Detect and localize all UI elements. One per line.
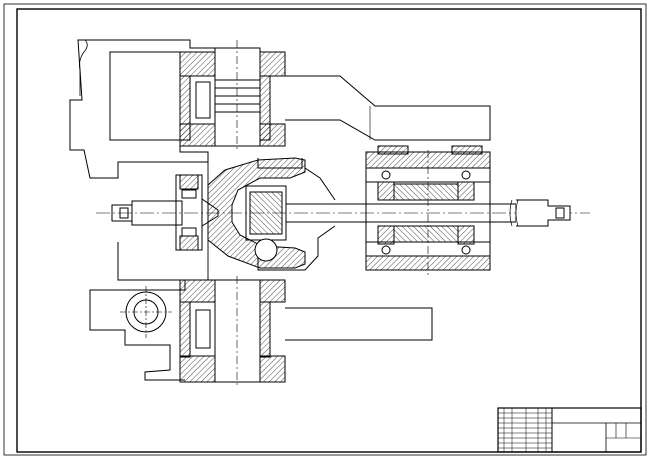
drawing-frame: [16, 8, 642, 453]
bearing-housing-right: [365, 145, 491, 276]
lower-arm: [285, 307, 433, 341]
output-shaft: [96, 199, 590, 227]
input-shaft: [111, 174, 219, 251]
casing-outline: [207, 162, 260, 281]
housing-lower-left: [89, 242, 286, 386]
upper-arm: [285, 75, 491, 141]
title-block: [497, 407, 642, 453]
sheet-border: [3, 3, 647, 456]
housing-upper-left: [69, 39, 286, 179]
